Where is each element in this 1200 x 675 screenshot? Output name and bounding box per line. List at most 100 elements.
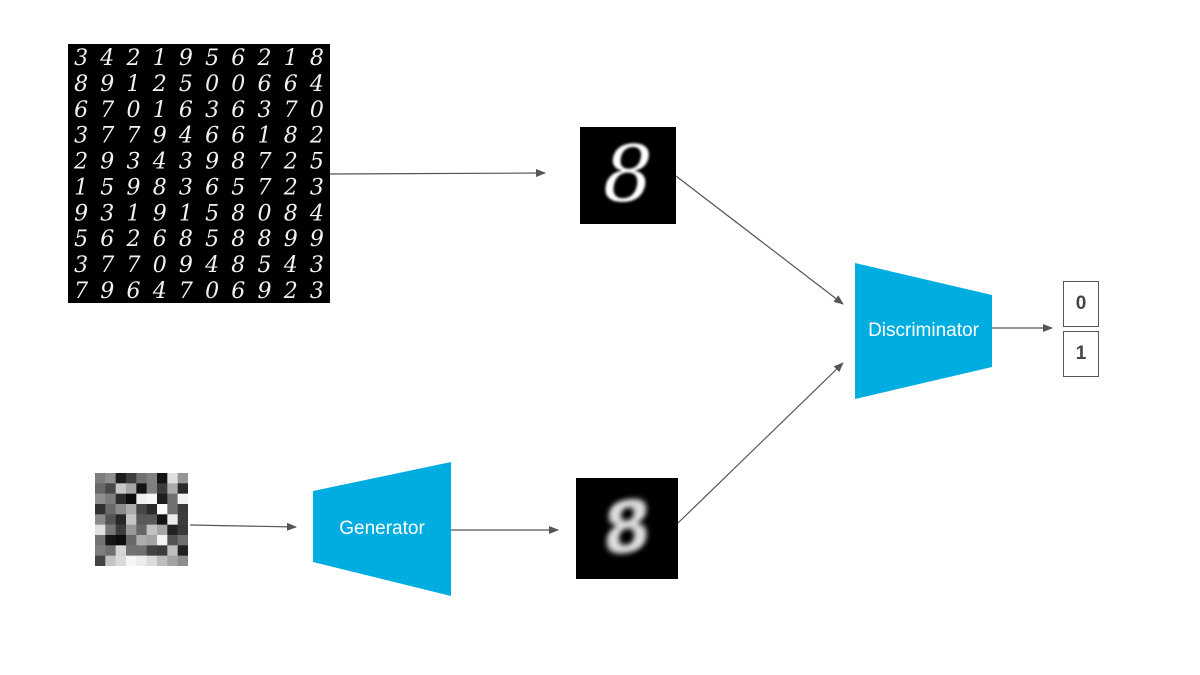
noise-pixel	[146, 504, 158, 515]
dataset-digit: 6	[258, 72, 272, 97]
dataset-digit: 0	[127, 98, 141, 123]
dataset-digit: 4	[204, 253, 219, 278]
dataset-digit: 1	[127, 72, 141, 97]
noise-pixel	[167, 535, 178, 546]
noise-pixel	[146, 493, 158, 505]
output-box-0: 0	[1063, 281, 1099, 327]
noise-pixel	[95, 473, 106, 484]
dataset-digit: 8	[258, 227, 272, 252]
noise-pixel	[126, 555, 137, 567]
dataset-digit: 9	[100, 72, 114, 97]
discriminator-block	[855, 263, 992, 399]
noise-pixel	[126, 473, 137, 484]
dataset-digit: 7	[127, 124, 141, 149]
noise-pixel	[157, 504, 168, 515]
dataset-digit: 0	[205, 279, 219, 303]
noise-pixel	[95, 545, 106, 556]
noise-pixel	[126, 524, 137, 536]
dataset-digit: 3	[310, 175, 324, 200]
dataset-digit: 2	[126, 46, 141, 71]
noise-pixel	[126, 493, 137, 505]
noise-pixel	[167, 514, 178, 525]
noise-pixel	[136, 545, 147, 556]
noise-pixel	[115, 535, 127, 546]
arrow-real-to-discriminator	[675, 175, 844, 305]
dataset-digit: 8	[153, 175, 167, 200]
dataset-digit: 7	[74, 279, 88, 303]
noise-pixel	[95, 514, 106, 525]
noise-pixel	[105, 555, 116, 567]
noise-pixel	[115, 493, 127, 505]
noise-pixel	[167, 555, 178, 567]
dataset-digit: 5	[179, 72, 193, 97]
dataset-digit: 1	[258, 124, 272, 149]
noise-pixel	[146, 545, 158, 556]
noise-pixel	[95, 493, 106, 505]
dataset-digit: 8	[284, 201, 298, 226]
dataset-digit: 3	[179, 175, 193, 200]
dataset-digit: 3	[74, 124, 88, 149]
dataset-digit: 3	[100, 201, 114, 226]
dataset-digit: 3	[258, 98, 272, 123]
noise-pixel	[105, 545, 116, 556]
dataset-digit: 5	[100, 175, 114, 200]
dataset-digit: 0	[205, 72, 219, 97]
noise-pixel	[95, 535, 106, 546]
noise-pixel	[115, 555, 127, 567]
noise-pixel	[126, 535, 137, 546]
dataset-digit: 9	[205, 150, 219, 175]
noise-pixel	[146, 514, 158, 525]
dataset-digit: 2	[152, 72, 167, 97]
noise-pixel	[177, 473, 189, 484]
noise-pixel	[115, 473, 127, 484]
dataset-digit: 7	[258, 150, 272, 175]
noise-pixel	[115, 504, 127, 515]
noise-pixel	[126, 504, 137, 515]
dataset-digit: 3	[127, 150, 141, 175]
dataset-digit: 6	[100, 227, 114, 252]
dataset-digit: 3	[310, 279, 324, 303]
dataset-digit: 3	[310, 253, 324, 278]
noise-pixel	[126, 514, 137, 525]
dataset-digit: 0	[310, 98, 324, 123]
noise-pixel	[136, 483, 147, 494]
noise-pixel	[146, 473, 158, 484]
noise-pixel	[157, 493, 168, 505]
noise-pixel	[177, 504, 189, 515]
dataset-digit: 6	[231, 98, 245, 123]
dataset-digit: 6	[231, 124, 245, 149]
dataset-digit: 7	[100, 124, 114, 149]
dataset-digit: 4	[152, 150, 167, 175]
noise-pixel	[105, 473, 116, 484]
dataset-digit: 3	[179, 150, 193, 175]
noise-pixel	[177, 555, 189, 567]
dataset-digit: 6	[231, 279, 245, 303]
dataset-digit: 7	[284, 98, 298, 123]
dataset-digit: 2	[309, 124, 324, 149]
dataset-digit: 6	[127, 279, 141, 303]
dataset-digit: 8	[284, 124, 298, 149]
dataset-digit: 5	[310, 150, 324, 175]
noise-image	[95, 473, 189, 567]
dataset-digit: 7	[100, 98, 114, 123]
noise-pixel	[95, 483, 106, 494]
dataset-digit: 5	[205, 201, 219, 226]
arrow-noise-to-generator	[189, 522, 297, 531]
dataset-digit: 0	[153, 253, 167, 278]
real-sample-image: 8	[580, 127, 676, 224]
noise-pixel	[105, 483, 116, 494]
noise-pixel	[157, 555, 168, 567]
dataset-digit: 2	[283, 175, 298, 200]
noise-pixel	[157, 514, 168, 525]
dataset-digit: 5	[231, 175, 245, 200]
dataset-digit: 4	[309, 201, 324, 226]
noise-pixel	[157, 483, 168, 494]
noise-pixel	[136, 473, 147, 484]
dataset-digit: 6	[284, 72, 298, 97]
dataset-digit: 8	[179, 227, 193, 252]
dataset-digit: 8	[231, 201, 245, 226]
dataset-digit: 6	[179, 98, 193, 123]
